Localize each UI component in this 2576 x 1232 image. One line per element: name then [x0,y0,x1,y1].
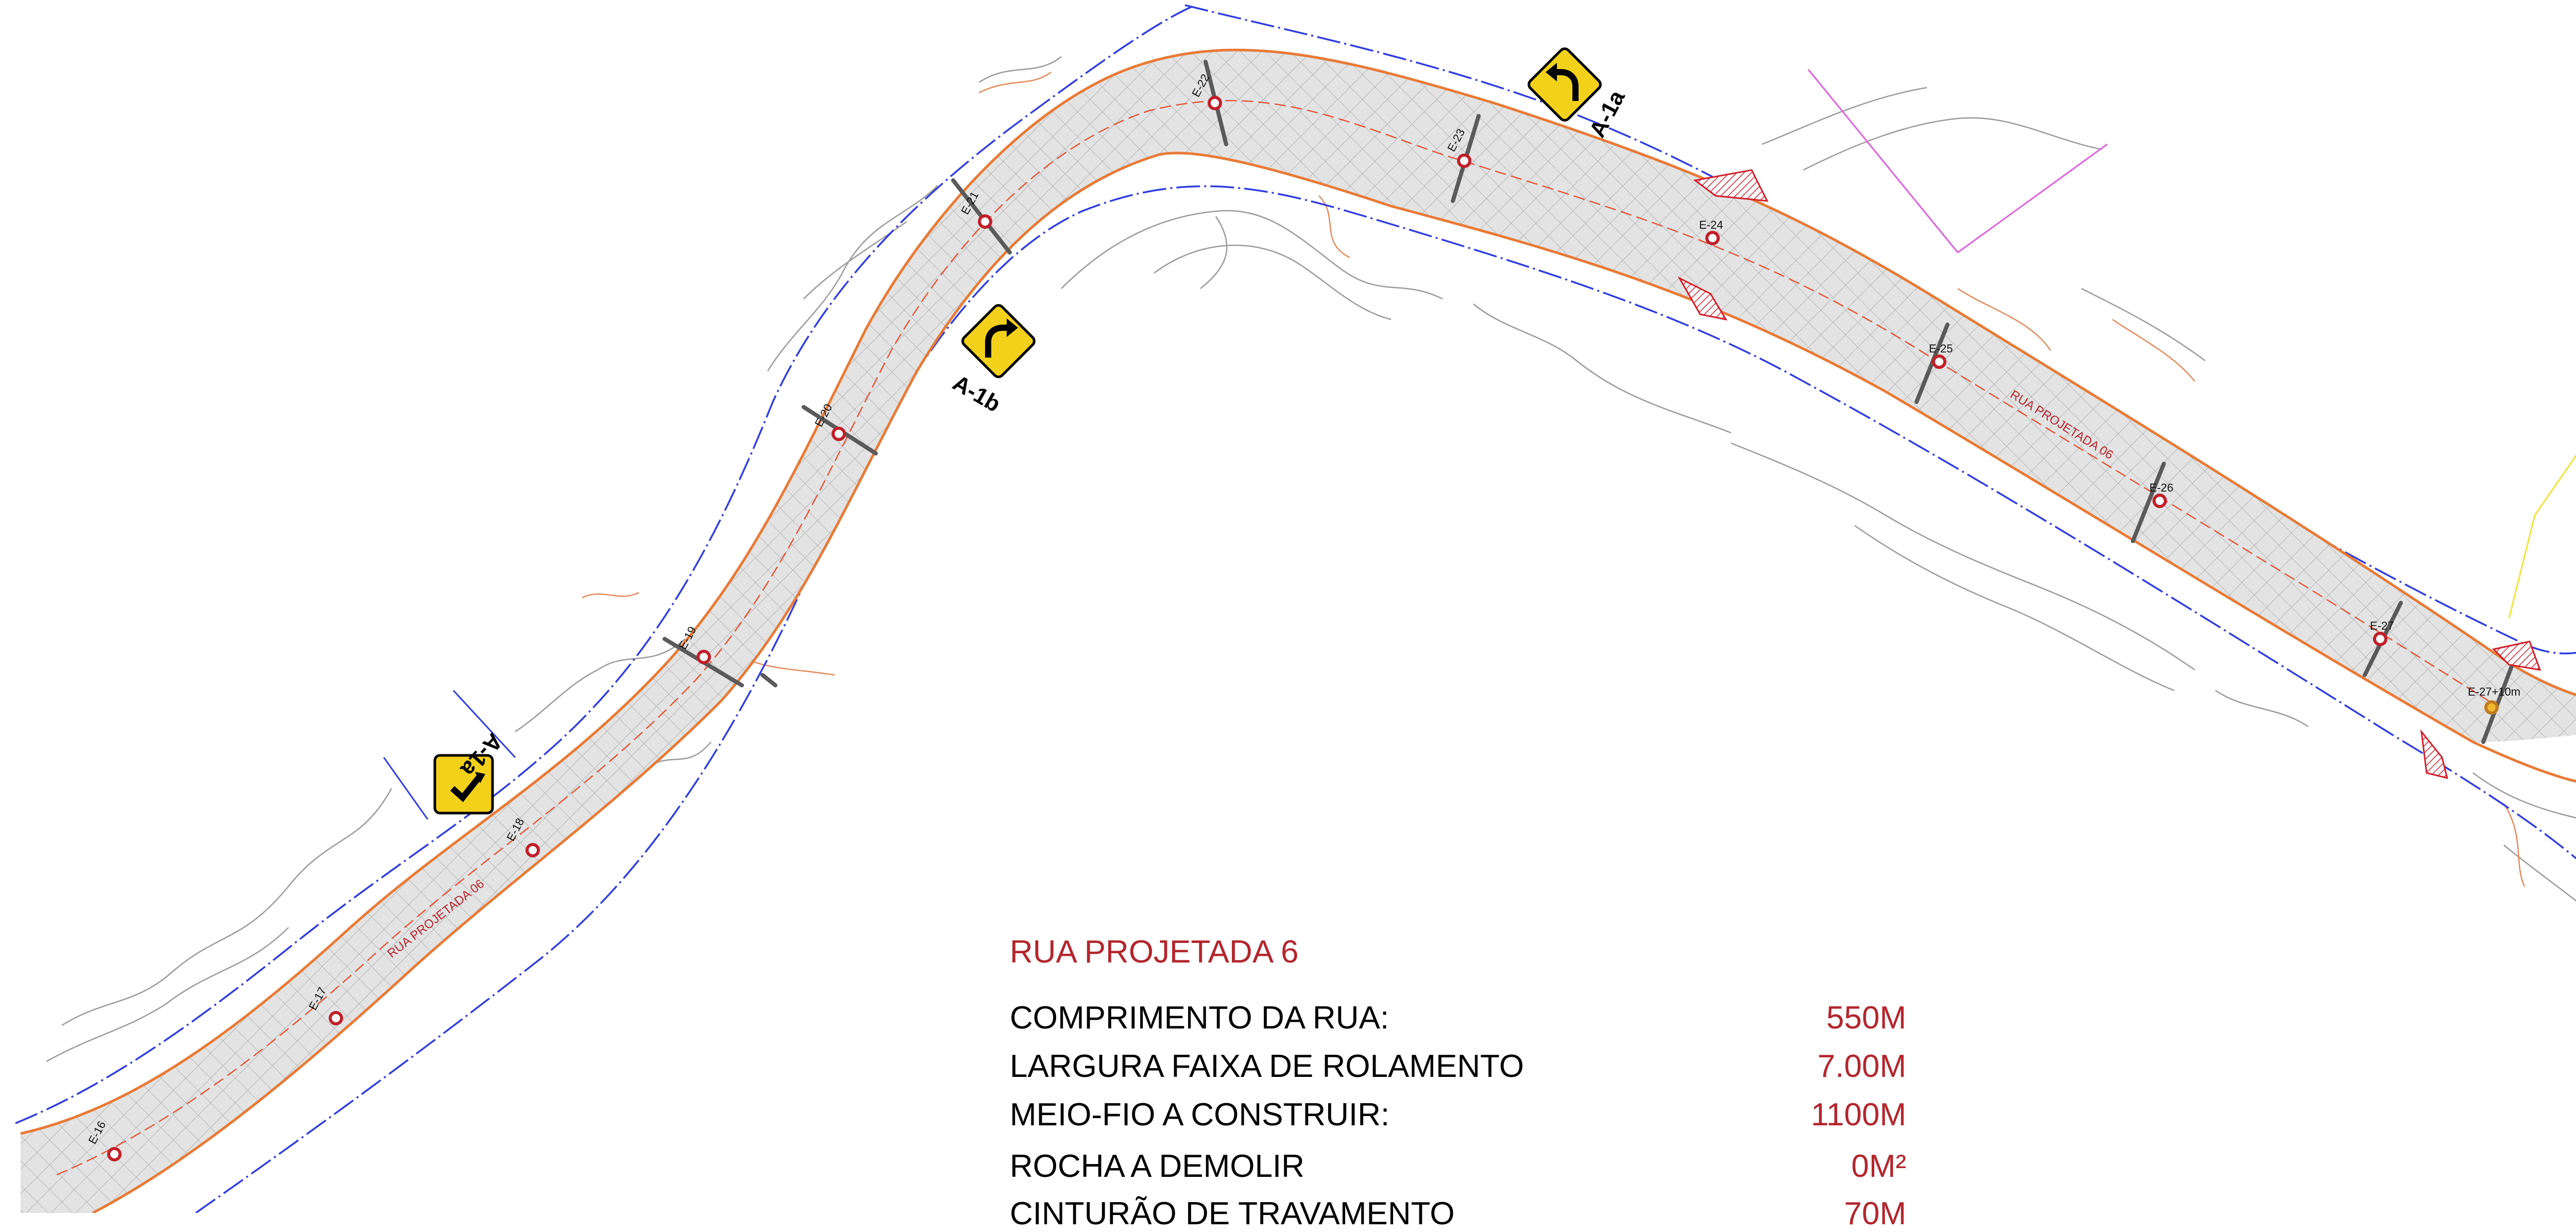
station-e25: E-25 [1929,342,1953,369]
road-edges [20,48,2576,1213]
curve-left-arrow-icon [1553,69,1579,101]
summary-row-rock: ROCHA A DEMOLIR 0M² [1010,1148,1906,1184]
summary-value: 0M² [1851,1149,1906,1184]
station-e26: E-26 [2149,481,2173,508]
road-centerline [56,100,2489,1176]
summary-label: ROCHA A DEMOLIR [1010,1149,1304,1184]
warning-sign-a1a-lower: A-1a [433,728,507,815]
property-fences [15,4,2576,1213]
summary-row-curb: MEIO-FIO A CONSTRUIR: 1100M [1010,1096,1906,1133]
summary-row-lane-width: LARGURA FAIXA DE ROLAMENTO 7.00M [1010,1048,1906,1084]
svg-text:E-27: E-27 [2370,619,2394,632]
station-e24: E-24 [1699,218,1723,245]
summary-value: 70M [1844,1196,1906,1231]
summary-row-length: COMPRIMENTO DA RUA: 550M [1010,1000,1906,1036]
cross-sections [663,60,2516,744]
summary-value: 550M [1826,1000,1906,1036]
summary-title: RUA PROJETADA 6 [1010,934,1299,970]
curve-right-arrow-icon-lower [450,775,482,802]
warning-sign-a1b: A-1b [948,304,1036,417]
summary-label: COMPRIMENTO DA RUA: [1010,1000,1389,1036]
svg-text:E-26: E-26 [2149,481,2173,494]
station-e27-10m: E-27+10m [2468,685,2520,715]
setback-lines [383,689,516,820]
summary-label: CINTURÃO DE TRAVAMENTO [1010,1196,1455,1231]
svg-text:E-24: E-24 [1699,218,1723,231]
svg-text:E-27+10m: E-27+10m [2468,685,2520,698]
utility-lines [1807,69,2576,619]
summary-label: MEIO-FIO A CONSTRUIR: [1010,1097,1390,1133]
station-e27: E-27 [2370,619,2394,646]
curve-right-arrow-icon [985,325,1011,358]
summary-value: 7.00M [1817,1049,1906,1084]
station-markers: E-16 E-17 E-18 E-19 E-20 E-21 E-22 E-23 [86,72,2520,1161]
summary-value: 1100M [1811,1097,1906,1133]
svg-text:E-25: E-25 [1929,342,1953,355]
summary-row-belt: CINTURÃO DE TRAVAMENTO 70M [1010,1195,1906,1231]
road-pavement [21,50,2576,1213]
curb-ramps [1677,169,2541,780]
summary-label: LARGURA FAIXA DE ROLAMENTO [1010,1049,1524,1084]
orange-topo-lines [582,71,2526,887]
terrain-contours [46,56,2576,1062]
